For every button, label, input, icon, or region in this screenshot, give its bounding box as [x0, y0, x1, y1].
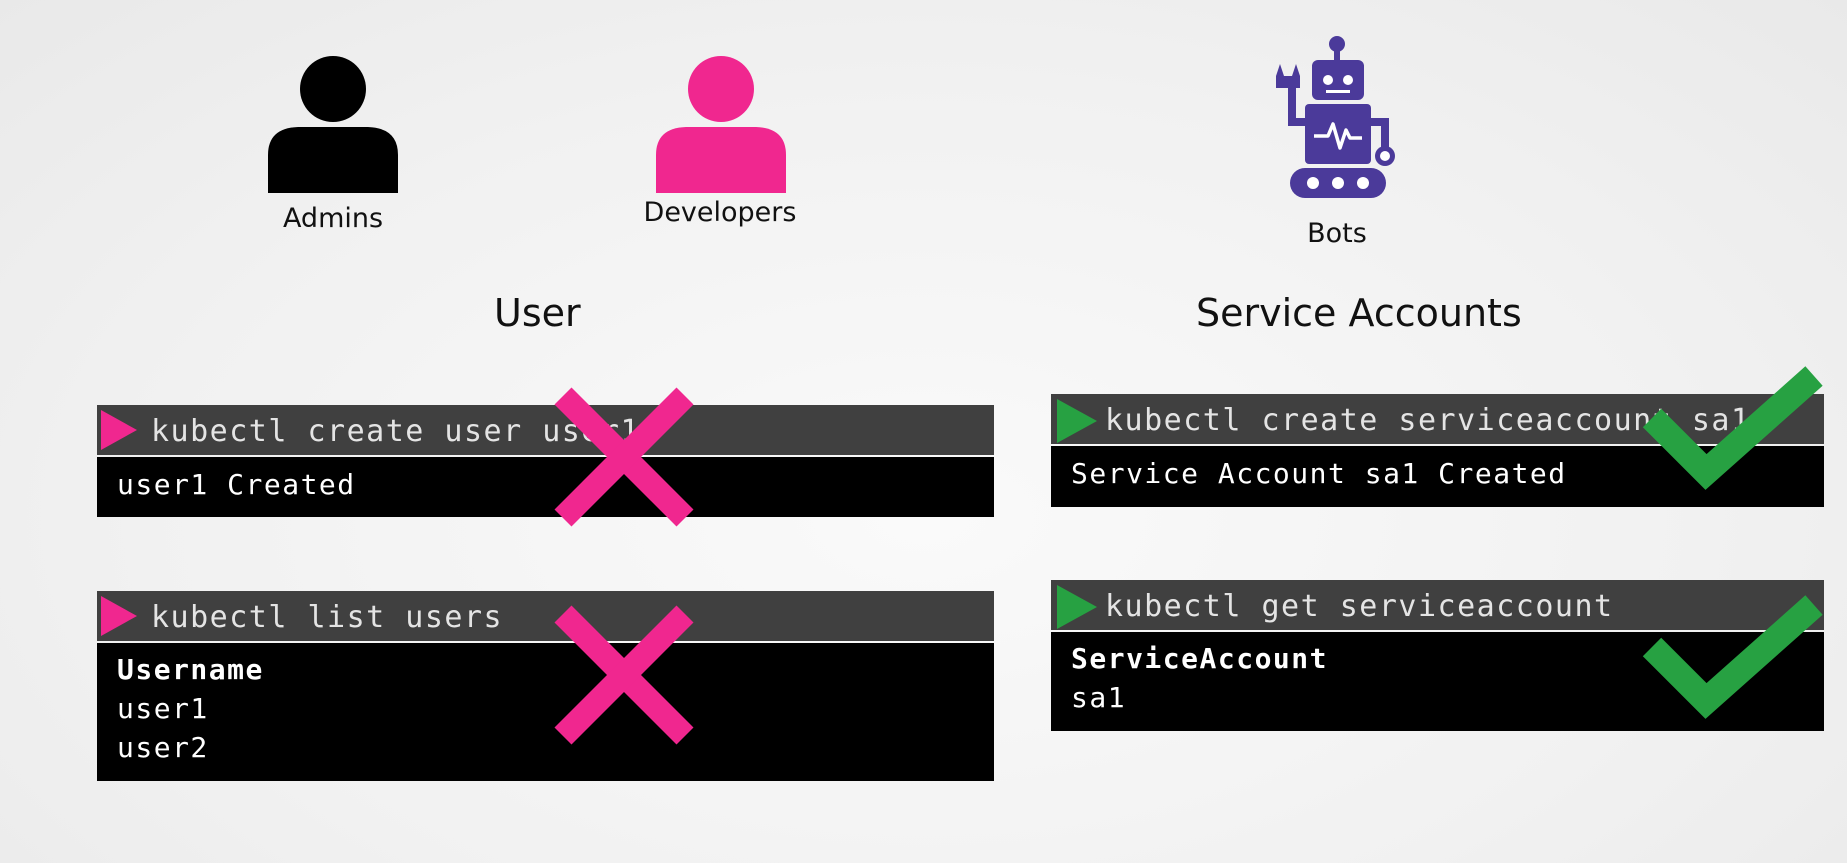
- checkmark-icon: [1642, 595, 1823, 719]
- terminal-list-users: kubectl list users Username user1 user2: [97, 591, 994, 781]
- play-icon: [1057, 585, 1097, 629]
- developers-person-icon: [656, 56, 786, 193]
- admins-person-icon: [268, 56, 398, 193]
- terminal-get-serviceaccount: kubectl get serviceaccount ServiceAccoun…: [1051, 580, 1824, 731]
- play-icon: [101, 596, 137, 636]
- command-text: kubectl get serviceaccount: [1105, 589, 1614, 624]
- user-section-title: User: [494, 291, 581, 335]
- cross-icon: [554, 605, 694, 745]
- command-bar: kubectl create user user1: [97, 405, 994, 455]
- output-line: sa1: [1071, 681, 1127, 714]
- service-accounts-section-title: Service Accounts: [1196, 291, 1522, 335]
- checkmark-icon: [1642, 366, 1823, 490]
- developers-label: Developers: [643, 197, 797, 228]
- output-line: Service Account sa1 Created: [1071, 457, 1567, 490]
- play-icon: [101, 410, 137, 450]
- cross-icon: [554, 387, 694, 527]
- command-text: kubectl create serviceaccount sa1: [1105, 403, 1751, 438]
- developers-actor: [656, 55, 786, 195]
- output-header: ServiceAccount: [1071, 642, 1329, 675]
- command-bar: kubectl get serviceaccount: [1051, 580, 1824, 630]
- output-line: user2: [117, 731, 209, 764]
- play-icon: [1057, 399, 1097, 443]
- output-panel: Username user1 user2: [97, 643, 994, 781]
- output-header: Username: [117, 653, 264, 686]
- command-bar: kubectl create serviceaccount sa1: [1051, 394, 1824, 444]
- bots-label: Bots: [1307, 218, 1367, 249]
- command-text: kubectl create user user1: [151, 414, 641, 449]
- admins-actor: [268, 55, 398, 195]
- output-panel: user1 Created: [97, 457, 994, 517]
- command-text: kubectl list users: [151, 600, 504, 635]
- admins-label: Admins: [282, 203, 384, 234]
- terminal-create-user: kubectl create user user1 user1 Created: [97, 405, 994, 517]
- command-bar: kubectl list users: [97, 591, 994, 641]
- bots-actor: [1270, 34, 1405, 202]
- robot-icon: [1276, 36, 1395, 198]
- output-line: user1: [117, 692, 209, 725]
- output-line: user1 Created: [117, 468, 356, 501]
